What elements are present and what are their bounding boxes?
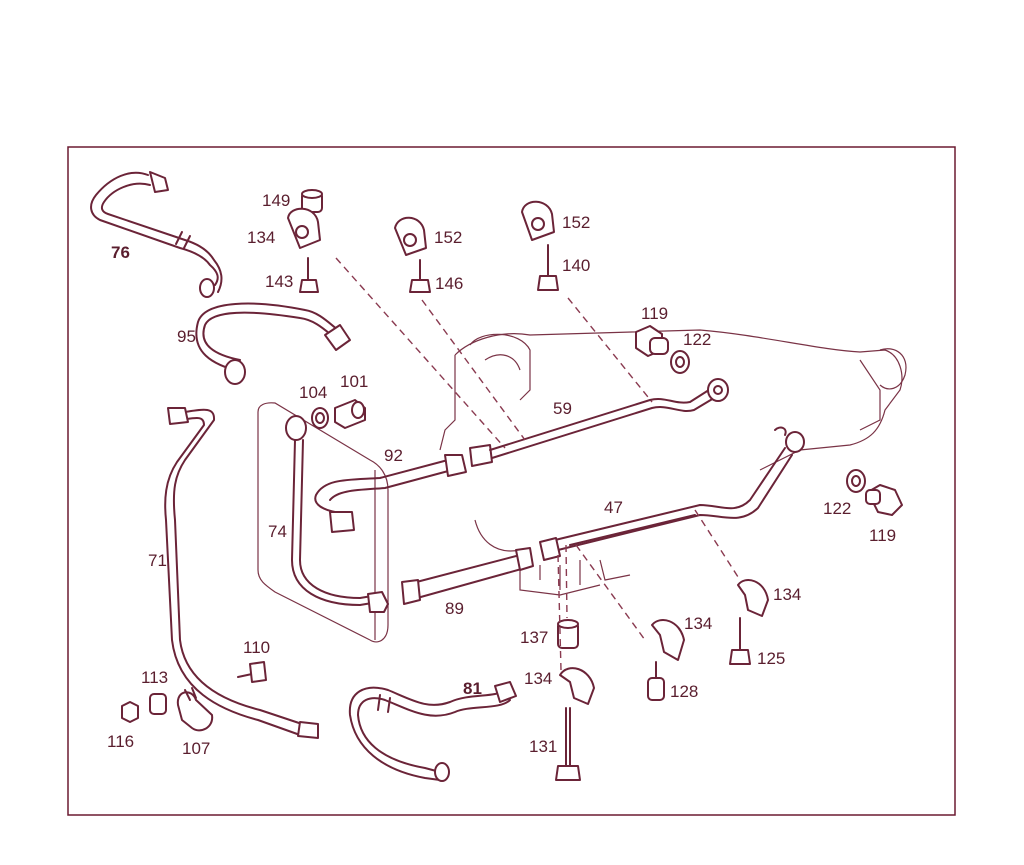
label-47: 47 xyxy=(604,498,623,517)
part-71-line xyxy=(164,407,319,739)
label-134: 134 xyxy=(524,669,552,688)
label-119: 119 xyxy=(641,304,668,323)
part-labels: 76 149 134 143 152 146 152 140 119 122 9… xyxy=(107,191,896,758)
part-47-line xyxy=(539,426,805,561)
transmission-housing-outline xyxy=(439,329,907,596)
label-95: 95 xyxy=(177,327,196,346)
part-140-bolt xyxy=(537,244,559,291)
part-143-bolt xyxy=(299,257,319,293)
label-131: 131 xyxy=(529,737,557,756)
label-110: 110 xyxy=(243,638,270,657)
part-149-spacer xyxy=(301,189,323,213)
part-92-line xyxy=(314,444,493,533)
part-134-clamp-bottom xyxy=(559,667,595,705)
part-95-hose xyxy=(195,302,351,385)
label-134: 134 xyxy=(773,585,801,604)
part-125-bolt xyxy=(729,617,751,665)
label-143: 143 xyxy=(265,272,293,291)
part-116-nut xyxy=(121,701,139,723)
part-131-bolt xyxy=(555,707,581,781)
part-81-hose xyxy=(348,681,517,782)
label-149: 149 xyxy=(262,191,290,210)
label-113: 113 xyxy=(141,668,168,687)
label-71: 71 xyxy=(148,551,167,570)
part-119-banjo-bolt-top xyxy=(635,325,669,357)
part-119-bolt-right xyxy=(865,484,903,516)
label-134: 134 xyxy=(247,228,275,247)
label-92: 92 xyxy=(384,446,403,465)
label-128: 128 xyxy=(670,682,698,701)
part-122-washer-top xyxy=(670,350,690,374)
label-137: 137 xyxy=(520,628,548,647)
part-110-bolt xyxy=(237,661,267,683)
part-128-bolt xyxy=(647,661,665,701)
label-152: 152 xyxy=(434,228,462,247)
label-107: 107 xyxy=(182,739,210,758)
part-104-washer xyxy=(311,407,329,429)
label-152: 152 xyxy=(562,213,590,232)
part-89-pipe xyxy=(401,547,534,605)
diagram-frame xyxy=(67,146,956,816)
label-119: 119 xyxy=(869,526,896,545)
label-116: 116 xyxy=(107,732,134,751)
label-146: 146 xyxy=(435,274,463,293)
part-113-spacer xyxy=(149,693,167,715)
part-74-line xyxy=(285,415,389,613)
label-122: 122 xyxy=(823,499,851,518)
part-107-clamp xyxy=(176,687,214,732)
label-140: 140 xyxy=(562,256,590,275)
part-134-clamp-mid xyxy=(651,619,685,661)
label-59: 59 xyxy=(553,399,572,418)
leader-lines xyxy=(335,257,741,671)
part-59-line xyxy=(489,378,729,459)
part-152-clamp-b xyxy=(521,200,555,241)
part-137-spacer xyxy=(557,619,579,649)
label-81: 81 xyxy=(463,679,482,698)
label-89: 89 xyxy=(445,599,464,618)
label-76: 76 xyxy=(111,243,130,262)
label-134: 134 xyxy=(684,614,712,633)
label-74: 74 xyxy=(268,522,287,541)
part-152-clamp-a xyxy=(394,216,427,256)
part-76-hose xyxy=(90,171,223,298)
part-134-clamp-top xyxy=(287,207,321,249)
part-134-clamp-right xyxy=(737,579,769,617)
label-104: 104 xyxy=(299,383,327,402)
label-122: 122 xyxy=(683,330,711,349)
part-122-washer-right xyxy=(846,469,866,493)
label-101: 101 xyxy=(340,372,368,391)
part-146-bolt xyxy=(409,259,431,293)
part-101-fitting xyxy=(334,399,366,429)
label-125: 125 xyxy=(757,649,785,668)
